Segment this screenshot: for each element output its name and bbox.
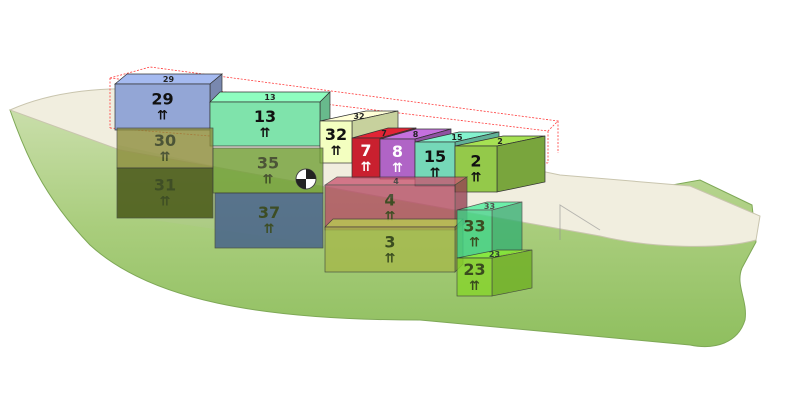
container-number-label: 4: [384, 190, 395, 209]
container-number-label: 13: [254, 107, 276, 126]
center-of-gravity-icon: [295, 168, 317, 190]
up-arrows-icon: ⇈: [260, 126, 271, 141]
container-top-label: 13: [264, 93, 275, 102]
container-number-label: 2: [470, 152, 481, 171]
container-front-face: [379, 138, 416, 180]
up-arrows-icon: ⇈: [471, 171, 482, 186]
up-arrows-icon: ⇈: [160, 195, 171, 210]
container-2: 2⇈2: [454, 135, 546, 193]
container-number-label: 31: [154, 176, 176, 195]
container-front-face: [116, 167, 214, 219]
container-number-label: 8: [392, 142, 403, 161]
container-top-label: 4: [393, 177, 399, 186]
container-number-label: 35: [257, 153, 279, 172]
container-top-face: [324, 218, 464, 228]
cargo-boundary-box: [109, 66, 559, 164]
up-arrows-icon: ⇈: [385, 251, 396, 266]
up-arrows-icon: ⇈: [469, 279, 480, 294]
container-front-face: [351, 137, 381, 179]
container-number-label: 33: [463, 217, 485, 236]
container-number-label: 30: [154, 131, 176, 150]
container-front-face: [319, 120, 353, 164]
container-number-label: 37: [258, 203, 280, 222]
up-arrows-icon: ⇈: [430, 166, 441, 181]
hull-frame-line: [559, 204, 601, 240]
container-30: 30⇈: [116, 127, 214, 169]
up-arrows-icon: ⇈: [157, 109, 168, 124]
container-top-label: 33: [484, 202, 495, 211]
container-top-label: 8: [413, 130, 419, 139]
container-side-face: [496, 135, 546, 193]
container-top-label: 29: [163, 75, 175, 84]
container-front-face: [214, 192, 324, 249]
up-arrows-icon: ⇈: [160, 150, 171, 165]
container-number-label: 7: [360, 141, 371, 160]
container-top-label: 15: [451, 133, 463, 142]
container-37: 37⇈: [214, 192, 324, 249]
container-33: 33⇈33: [456, 201, 523, 259]
container-top-label: 7: [381, 129, 387, 138]
up-arrows-icon: ⇈: [263, 172, 274, 187]
container-front-face: [456, 257, 493, 297]
up-arrows-icon: ⇈: [264, 222, 275, 237]
container-31: 31⇈: [116, 167, 214, 219]
up-arrows-icon: ⇈: [385, 209, 396, 224]
container-number-label: 15: [424, 147, 446, 166]
container-number-label: 29: [151, 90, 173, 109]
container-29: 29⇈29: [114, 73, 223, 131]
container-number-label: 23: [463, 260, 485, 279]
container-front-face: [324, 226, 456, 273]
up-arrows-icon: ⇈: [331, 144, 342, 159]
up-arrows-icon: ⇈: [392, 161, 403, 176]
container-3: 3⇈: [324, 218, 464, 273]
container-front-face: [116, 127, 214, 169]
container-top-label: 32: [353, 112, 364, 121]
container-number-label: 3: [384, 232, 395, 251]
container-number-label: 32: [325, 125, 347, 144]
container-front-face: [209, 101, 321, 147]
up-arrows-icon: ⇈: [361, 160, 372, 175]
up-arrows-icon: ⇈: [469, 236, 480, 251]
container-top-label: 23: [489, 250, 500, 259]
container-23: 23⇈23: [456, 249, 533, 297]
container-top-label: 2: [497, 137, 503, 146]
container-13: 13⇈13: [209, 91, 331, 147]
